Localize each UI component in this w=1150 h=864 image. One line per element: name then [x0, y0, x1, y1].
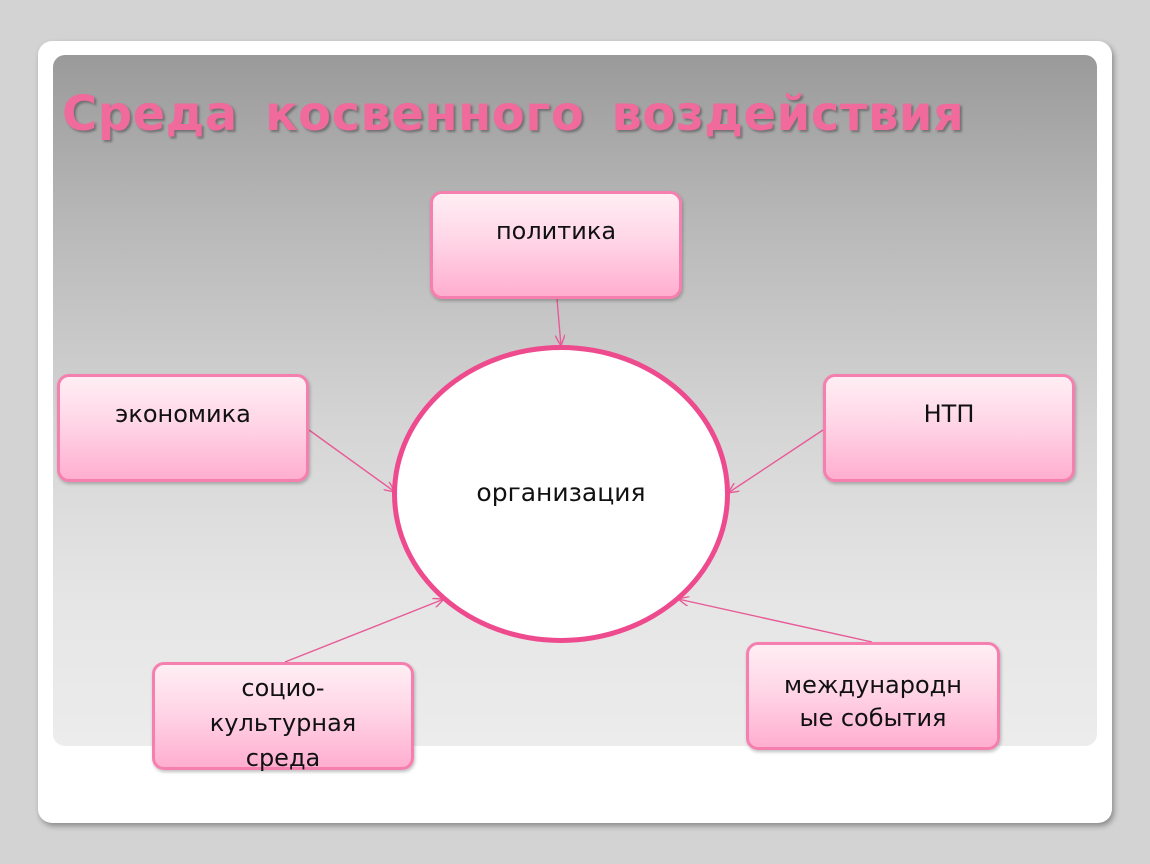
- factor-box-politika: политика: [430, 191, 682, 299]
- arrow-ntp: [728, 429, 824, 493]
- factor-label-intl-line2: ые события: [799, 704, 947, 732]
- factor-box-ekonomika: экономика: [57, 374, 309, 482]
- arrow-ekonomika: [308, 429, 395, 492]
- organization-circle: [392, 345, 730, 643]
- factor-box-socio: социо- культурная среда: [152, 662, 414, 772]
- arrow-politika: [557, 298, 561, 346]
- factor-label-socio-line1: социо-: [241, 674, 325, 702]
- factor-label-intl-line1: международн: [784, 671, 962, 699]
- arrow-socio: [284, 599, 444, 663]
- factor-label-ntp: НТП: [923, 400, 975, 428]
- arrow-intl: [678, 599, 873, 643]
- factor-label-socio-line3: среда: [245, 744, 321, 772]
- slide-title: Среда косвенного воздействия: [62, 86, 965, 142]
- factor-label-socio-line2: культурная: [209, 709, 357, 737]
- factor-label-politika: политика: [495, 217, 617, 245]
- factor-box-ntp: НТП: [823, 374, 1075, 482]
- factor-label-ekonomika: экономика: [115, 400, 251, 428]
- organization-label: организация: [476, 478, 646, 507]
- factor-box-intl: международн ые события: [746, 642, 1000, 750]
